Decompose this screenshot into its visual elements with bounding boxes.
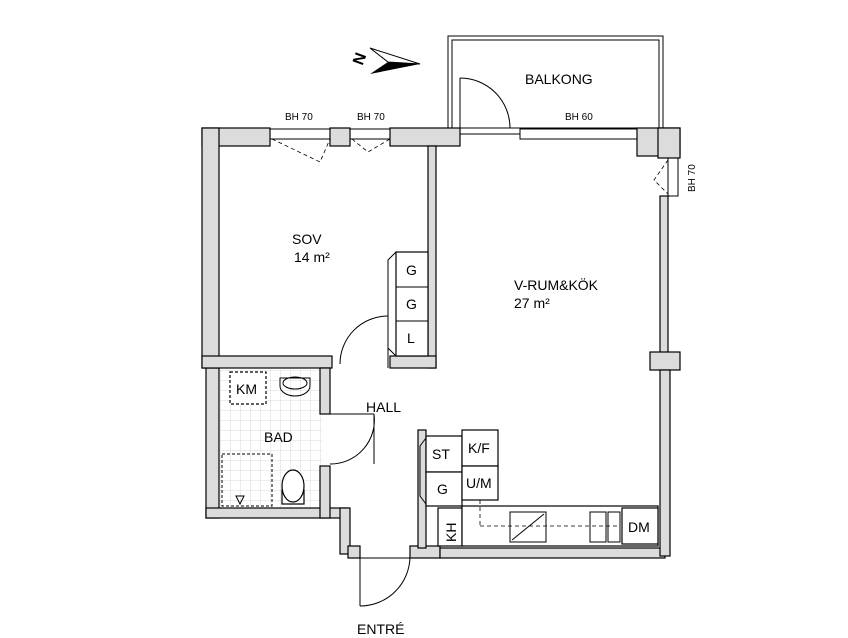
fixture-label-kf: K/F — [468, 440, 490, 456]
fixture-label-g1: G — [406, 262, 417, 278]
fixture-label-km: KM — [236, 381, 257, 397]
fixture-label-kh: KH — [443, 523, 459, 542]
wardrobe — [387, 251, 429, 357]
fixture-label-dm: DM — [628, 519, 650, 535]
doors — [329, 315, 411, 607]
fixture-label-g2: G — [406, 296, 417, 312]
room-label-hall: HALL — [366, 399, 401, 415]
window-label-4: BH 70 — [687, 164, 698, 192]
walls — [201, 127, 681, 559]
fixture-label-g3: G — [437, 481, 448, 497]
room-label-entre: ENTRÉ — [357, 621, 404, 637]
fixture-label-st: ST — [432, 446, 450, 462]
bath-fixtures — [221, 371, 311, 507]
room-label-vrum: V-RUM&KÖK — [514, 276, 599, 293]
window-label-2: BH 70 — [357, 112, 385, 123]
compass-label: N — [350, 51, 370, 68]
balcony — [447, 35, 664, 135]
fixture-label-l: L — [407, 330, 415, 346]
compass-icon: N — [350, 47, 421, 74]
room-label-bad: BAD — [264, 429, 293, 445]
window-label-1: BH 70 — [285, 112, 313, 123]
room-label-balkong: BALKONG — [525, 71, 593, 87]
kitchen — [419, 429, 659, 547]
window-label-3: BH 60 — [565, 112, 593, 123]
fixture-label-um: U/M — [466, 475, 492, 491]
room-area-vrum: 27 m² — [514, 295, 550, 311]
room-area-sov: 14 m² — [294, 249, 330, 265]
room-label-sov: SOV — [292, 231, 322, 247]
